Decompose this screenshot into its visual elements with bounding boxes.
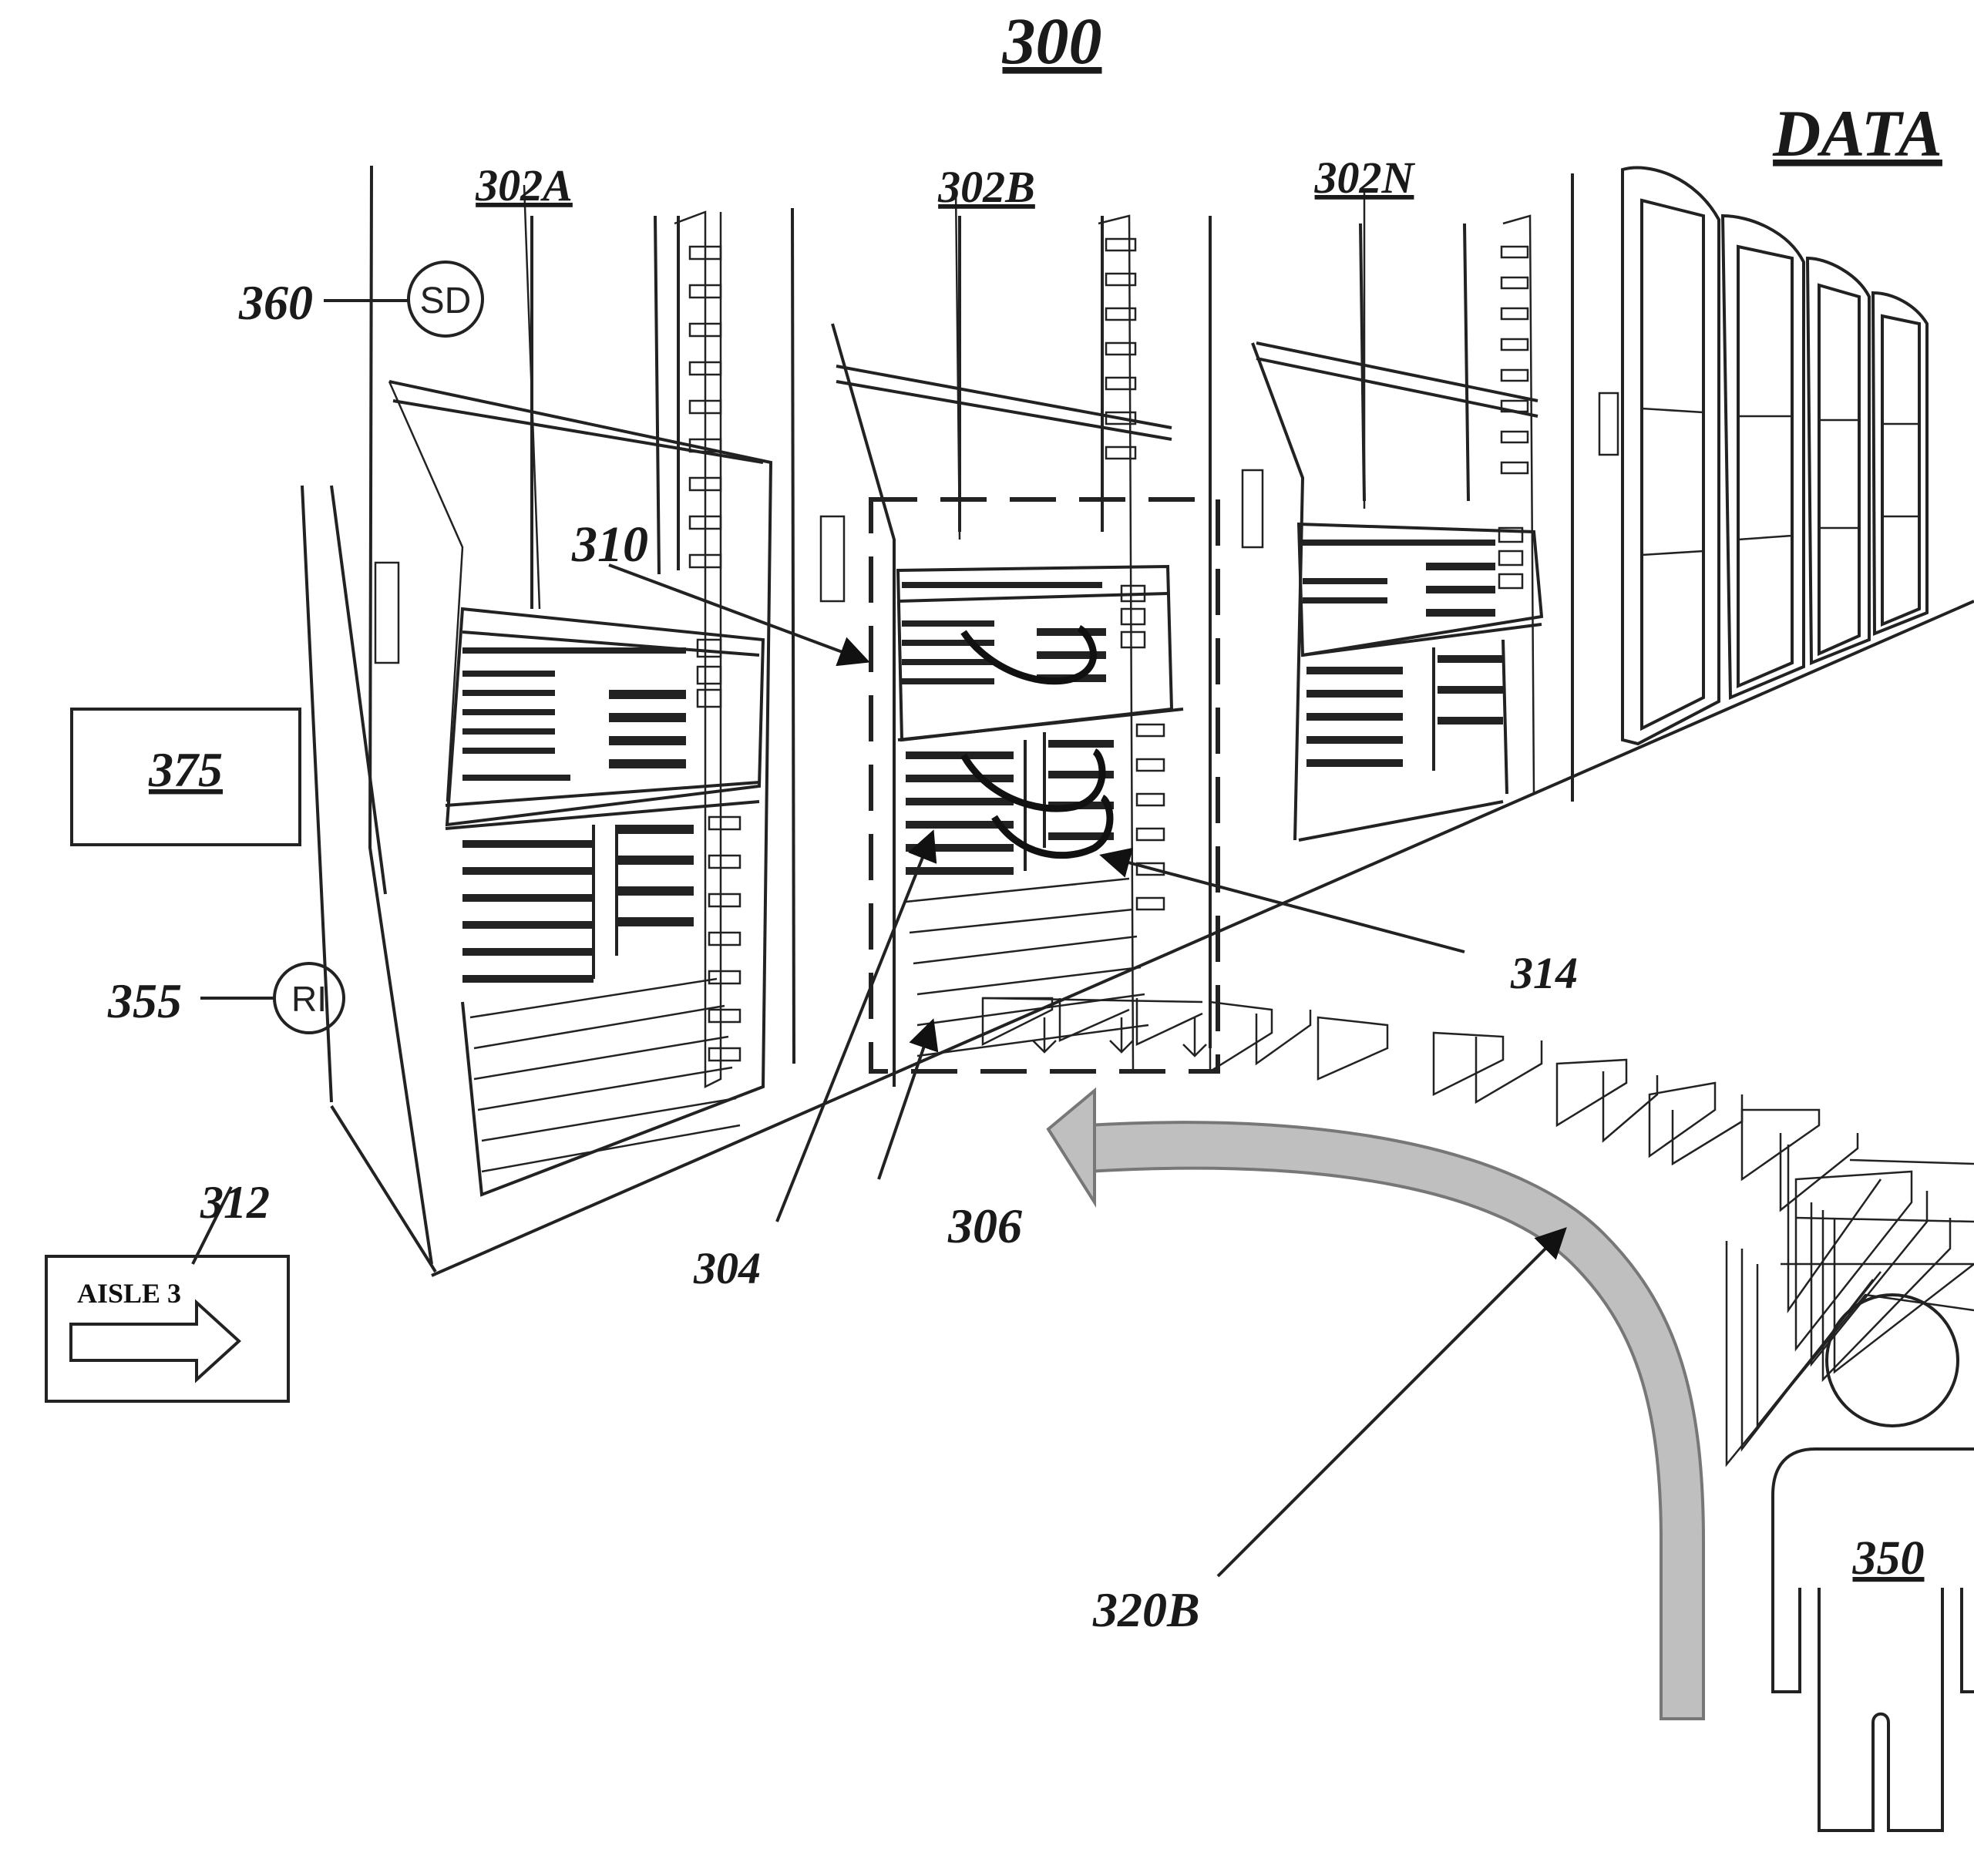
guidance-arrow-head	[1048, 1091, 1095, 1202]
ref-306: 306	[947, 1199, 1022, 1253]
leader-lines	[193, 185, 1565, 1576]
path-indicator-chevrons	[983, 998, 1974, 1464]
ri-indicator-text: RI	[291, 979, 327, 1019]
rack-302a-ports	[462, 647, 694, 983]
ref-350: 350	[1852, 1532, 1925, 1585]
ref-320b: 320B	[1092, 1582, 1200, 1637]
rack-label-302a: 302A	[475, 160, 573, 210]
ref-360: 360	[238, 275, 313, 330]
rack-302b	[792, 208, 1183, 1087]
figure-heading: DATA	[1772, 96, 1942, 170]
rack-label-302b: 302B	[937, 162, 1035, 212]
aisle-sign-text: AISLE 3	[77, 1278, 181, 1309]
rack-label-302n: 302N	[1314, 153, 1416, 203]
ref-304: 304	[693, 1243, 761, 1293]
ref-310: 310	[571, 516, 648, 573]
ref-375: 375	[148, 742, 223, 797]
ref-312: 312	[200, 1177, 270, 1228]
rack-302n-ports	[1303, 540, 1503, 767]
rack-302n	[1210, 216, 1542, 1048]
far-cabinets	[1572, 168, 1927, 802]
ref-355: 355	[107, 973, 182, 1028]
sd-indicator-text: SD	[420, 281, 472, 321]
rack-302a	[302, 166, 771, 1264]
ref-314: 314	[1510, 948, 1578, 998]
figure-number: 300	[1002, 4, 1102, 78]
